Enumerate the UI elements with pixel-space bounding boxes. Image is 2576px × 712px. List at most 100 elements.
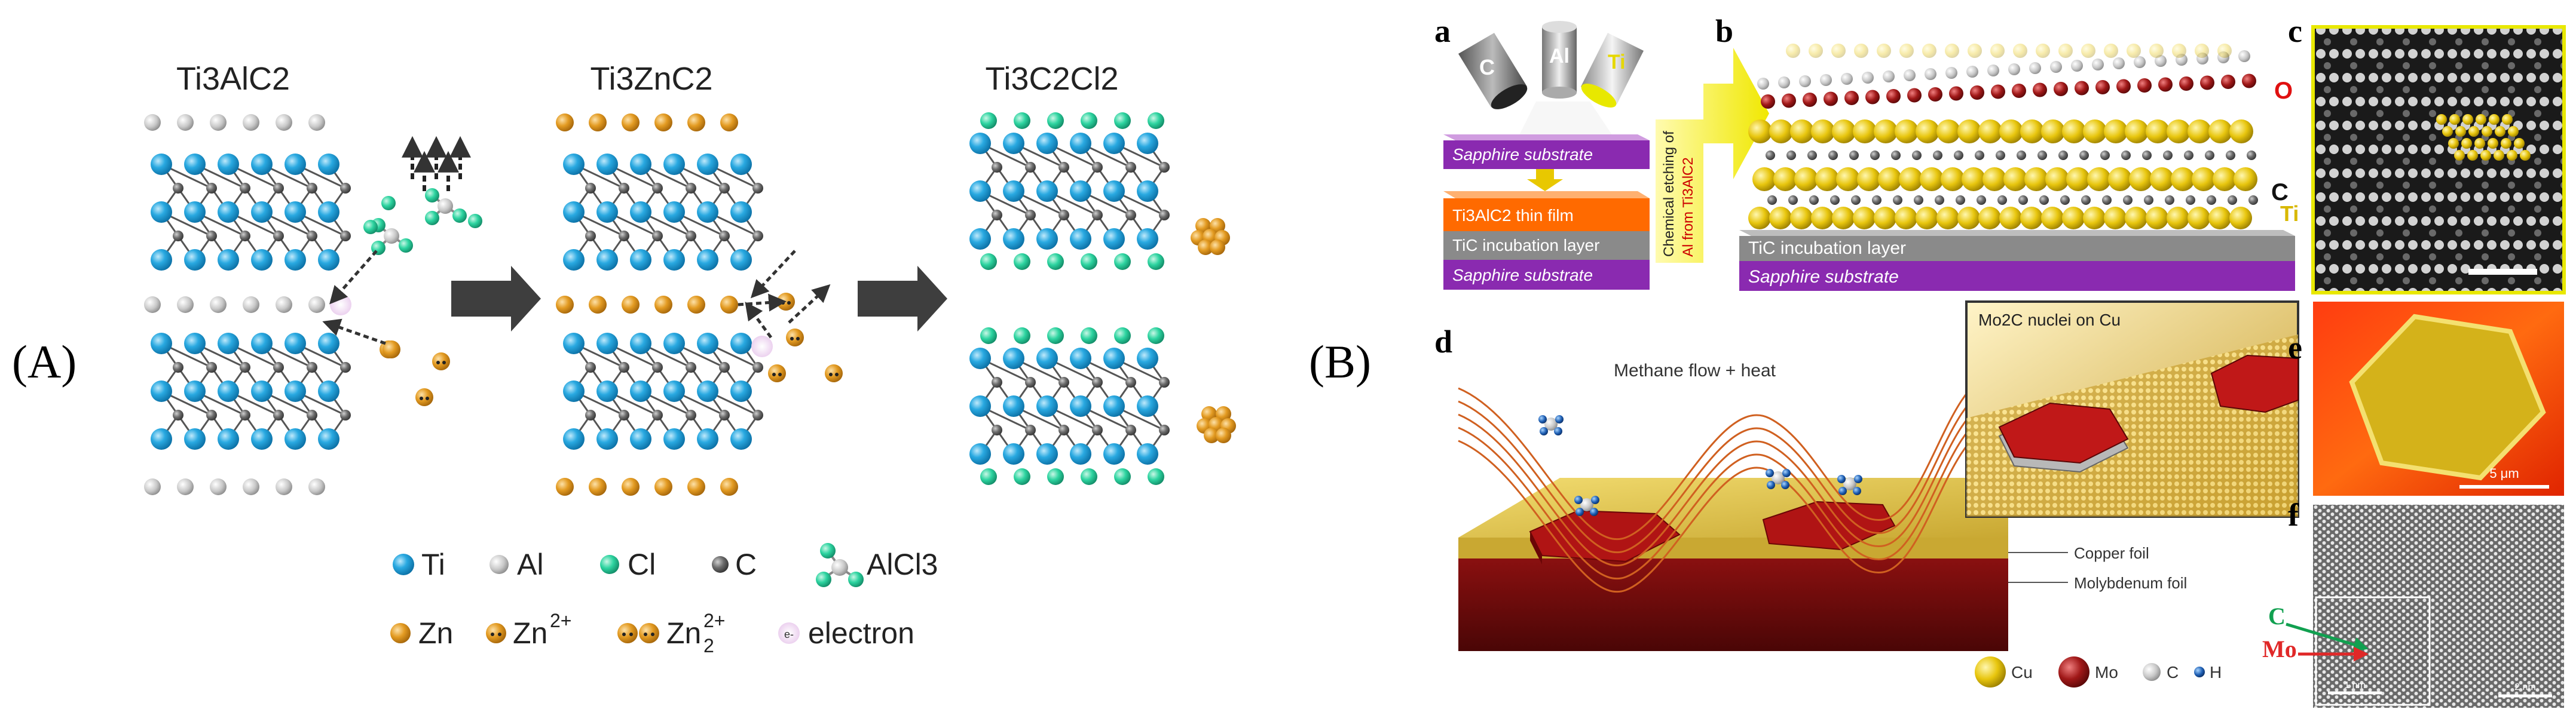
- zn-atom: [622, 478, 640, 496]
- ti-atom: [630, 201, 651, 223]
- o-atom: [2033, 82, 2047, 97]
- ti-atom: [1752, 167, 1776, 191]
- hexagonal-crystal: [2349, 314, 2546, 481]
- film-label: Ti3AlC2 thin film: [1452, 206, 1574, 225]
- c-atom: [619, 410, 629, 421]
- ti-atom: [151, 201, 172, 223]
- c-atom: [1788, 195, 1798, 205]
- ti-atom: [2020, 207, 2043, 229]
- ti-atom: [284, 201, 306, 223]
- title-ti3znc2: Ti3ZnC2: [590, 61, 712, 97]
- ti-atom: [2172, 44, 2186, 58]
- ti-atom: [1941, 167, 1965, 191]
- methane-molecule: [1766, 469, 1791, 489]
- zn-atom: [720, 296, 738, 314]
- ti-atom: [2108, 167, 2132, 191]
- c-atom: [2081, 195, 2091, 205]
- ti-atom: [218, 249, 239, 271]
- inset-nucleus-2: [2210, 354, 2299, 413]
- h-atom: [1781, 481, 1789, 489]
- ti-atom: [2083, 207, 2106, 229]
- c-atom: [1125, 377, 1136, 388]
- legend-zn2-2-label: Zn: [666, 616, 701, 650]
- h-atom: [1854, 475, 1862, 483]
- zn-atom: [654, 113, 672, 131]
- c-atom: [1766, 151, 1775, 160]
- ti-atom: [1137, 180, 1158, 202]
- legend-h-swatch: [2194, 667, 2205, 677]
- zn-atom: [589, 296, 607, 314]
- legend-cu-swatch: [1975, 656, 2006, 688]
- ti-atom: [1853, 207, 1876, 229]
- cl-atom: [1014, 468, 1030, 485]
- c-atom: [2144, 195, 2153, 205]
- c-atom: [1977, 195, 1986, 205]
- c-atom: [1025, 377, 1036, 388]
- cl-atom: [980, 253, 997, 270]
- c-atom: [1851, 195, 1861, 205]
- c-atom: [652, 231, 663, 241]
- ti-atom: [2188, 119, 2211, 143]
- ti-atom: [1920, 167, 1944, 191]
- legend-zn2-label: Zn: [513, 616, 547, 650]
- ti-atom: [969, 180, 991, 202]
- ti-atom: [1854, 44, 1868, 58]
- al-atom: [308, 478, 325, 495]
- ti-atom: [2125, 207, 2147, 229]
- inset-label: Mo2C nuclei on Cu: [1978, 311, 2121, 329]
- c-atom: [585, 231, 596, 241]
- ti-atom: [1899, 167, 1923, 191]
- crystal-slab: [151, 333, 351, 450]
- ti-atom: [730, 380, 752, 402]
- ti-atom: [663, 333, 685, 354]
- c-atom: [686, 231, 696, 241]
- c-atom: [1772, 471, 1785, 484]
- c-atom: [686, 183, 696, 194]
- ti-atom: [1832, 207, 1855, 229]
- ti-atom: [1036, 228, 1058, 250]
- crystal-slab: [151, 154, 351, 271]
- al-atom: [276, 296, 292, 313]
- ti-atom: [697, 428, 718, 450]
- c-atom: [2186, 195, 2195, 205]
- legend-electron-swatch: [778, 622, 800, 644]
- ti-atom: [1815, 167, 1839, 191]
- cl-atom: [468, 214, 482, 228]
- ti-atom: [969, 228, 991, 250]
- h-atom: [1862, 72, 1874, 84]
- ti-atom: [2449, 114, 2460, 125]
- ti-atom: [1003, 133, 1024, 154]
- ti-atom: [1978, 119, 2002, 143]
- c-atom: [173, 362, 183, 373]
- ti-atom: [1070, 228, 1091, 250]
- c-atom: [2163, 151, 2173, 160]
- ti-atom: [596, 428, 618, 450]
- cl-atom: [1148, 112, 1164, 129]
- c-atom: [686, 410, 696, 421]
- o-atom: [2095, 80, 2110, 94]
- c-atom: [1807, 151, 1817, 160]
- ti-atom: [1769, 207, 1792, 229]
- legend-cl-label: Cl: [628, 548, 656, 581]
- legend-cd-label: C: [2167, 663, 2179, 682]
- c-atom: [652, 410, 663, 421]
- ti-atom: [251, 201, 273, 223]
- c-atom: [752, 183, 763, 194]
- c-atom: [719, 183, 730, 194]
- ti-atom: [1936, 207, 1959, 229]
- methane-molecule: [1574, 496, 1599, 516]
- ti-atom: [1857, 167, 1881, 191]
- ti-atom: [2066, 167, 2090, 191]
- ti-atom: [1137, 348, 1158, 369]
- c-atom: [1843, 477, 1856, 490]
- o-atom: [1865, 90, 1880, 105]
- subpanel-a: a C Al Ti Sapphire substrate Ti3AlC2 thi…: [1434, 13, 1650, 290]
- ti-atom: [2087, 167, 2111, 191]
- ti-atom: [2129, 167, 2153, 191]
- cl-atom: [1081, 253, 1097, 270]
- h-atom: [1555, 415, 1564, 423]
- c-atom: [240, 183, 250, 194]
- atom-o-label: O: [2274, 78, 2293, 104]
- ti-atom: [1003, 228, 1024, 250]
- h-atom: [1540, 427, 1548, 435]
